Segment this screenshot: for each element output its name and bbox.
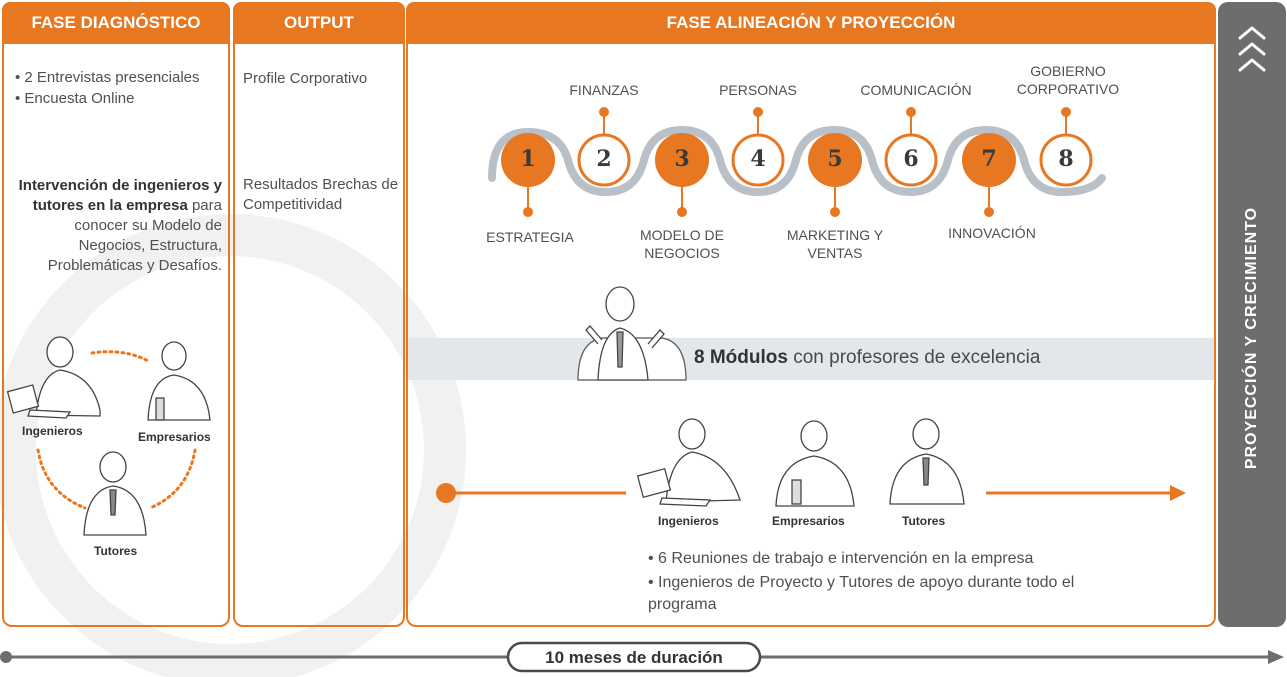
intervention-bold: Intervención de ingenieros y tutores en … [18,177,222,214]
module-4-label: PERSONAS [719,82,797,98]
module-4-number: 4 [750,146,766,172]
alineacion-label-tutores: Tutores [902,514,946,528]
module-5-circle [808,133,862,187]
diagnostico-bullet-1: • 2 Entrevistas presenciales [15,69,200,86]
band-text: 8 Módulos con profesores de excelencia [694,347,1040,369]
alineacion-label-ingenieros: Ingenieros [658,514,719,528]
module-6-label: COMUNICACIÓN [860,82,972,98]
timeline-label: 10 meses de duración [545,648,723,667]
intervention-text: Intervención de ingenieros y tutores en … [10,176,222,276]
side-bar [1218,2,1286,627]
module-8-label: GOBIERNO CORPORATIVO [1016,63,1120,97]
diagnostico-people-cycle [6,336,211,536]
modules-band [408,338,1214,380]
module-1-number: 1 [520,146,536,172]
diagnostico-label-ingenieros: Ingenieros [22,424,83,438]
timeline-arrow [0,641,1284,673]
intervention-rest: para conocer su Modelo de Negocios, Estr… [47,197,222,274]
ingeniero-figure-2 [636,418,741,507]
module-2-label: FINANZAS [569,82,639,98]
output-panel [233,2,405,627]
alineacion-bullet-2: • Ingenieros de Proyecto y Tutores de ap… [648,574,1075,613]
module-3-circle [655,133,709,187]
alineacion-header: FASE ALINEACIÓN Y PROYECCIÓN [406,2,1216,44]
module-6-number: 6 [903,146,919,172]
module-5-label: MARKETING Y VENTAS [786,227,884,261]
chevrons-up-icon [1238,26,1266,72]
module-8-number: 8 [1058,146,1074,172]
alineacion-bullet-1: • 6 Reuniones de trabajo e intervención … [648,550,1034,567]
module-2-number: 2 [596,146,612,172]
module-7-number: 7 [981,146,997,172]
tutor-figure [83,451,147,536]
diagnostico-label-empresarios: Empresarios [138,430,211,444]
profesor-figure [577,286,687,381]
empresario-figure [147,341,211,421]
ingeniero-figure [6,336,101,419]
tutor-figure-2 [889,418,965,505]
diagnostico-header: FASE DIAGNÓSTICO [2,2,230,44]
module-1-circle [501,133,555,187]
module-7-circle [962,133,1016,187]
module-3-label: MODELO DE NEGOCIOS [639,227,724,261]
output-header: OUTPUT [233,2,405,44]
output-item-profile: Profile Corporativo [243,70,368,87]
module-7-label: INNOVACIÓN [948,225,1036,241]
band-rest: con profesores de excelencia [787,347,1041,368]
people-arrow [436,418,1186,507]
alineacion-label-empresarios: Empresarios [772,514,845,528]
module-3-number: 3 [674,146,690,172]
empresario-figure-2 [775,420,855,507]
diagnostico-bullet-2: • Encuesta Online [15,90,135,107]
diagnostico-label-tutores: Tutores [94,544,138,558]
module-1-label: ESTRATEGIA [486,229,574,245]
module-5-number: 5 [827,146,843,172]
modules-chain [488,107,1106,217]
side-label: PROYECCIÓN Y CRECIMIENTO [1243,206,1260,470]
band-bold: 8 Módulos [694,347,788,368]
output-item-brechas: Resultados Brechas de Competitividad [243,176,399,213]
